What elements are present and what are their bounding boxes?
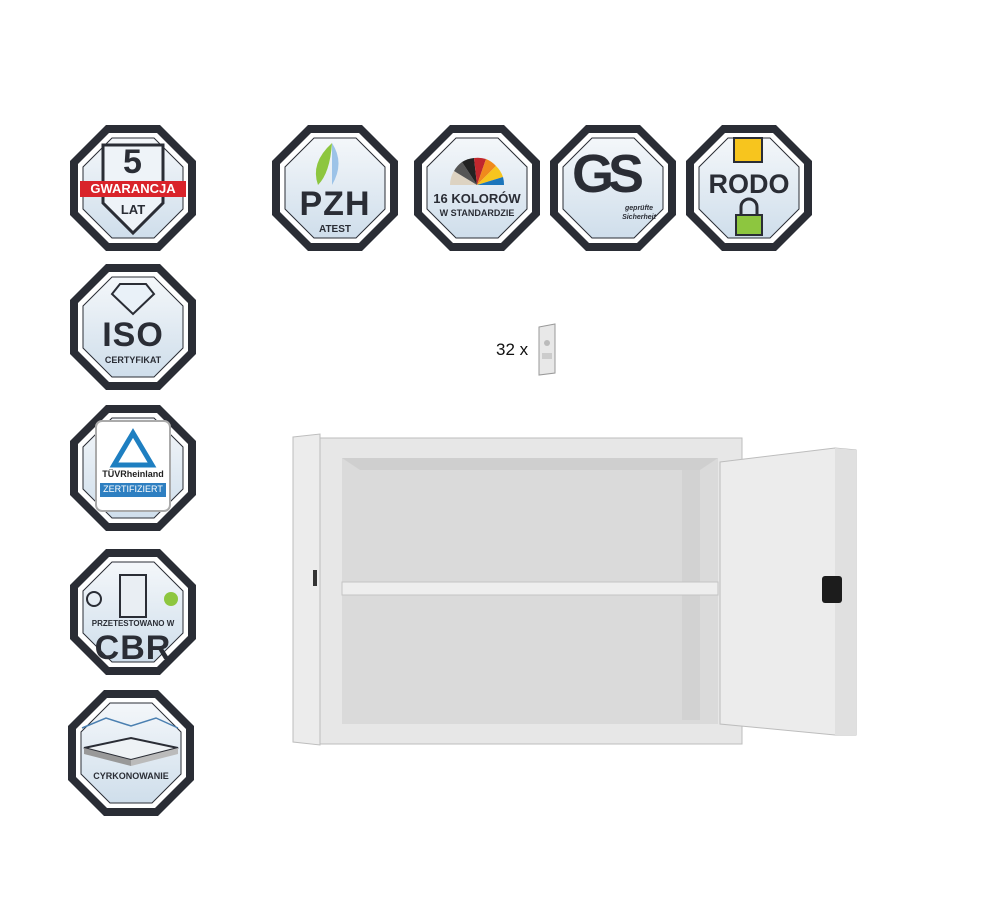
left-door-handle	[313, 570, 317, 586]
gs-sub2: Sicherheit	[622, 214, 656, 221]
rodo-title: RODO	[708, 169, 790, 199]
tuv-sub: ZERTIFIZIERT	[103, 484, 163, 494]
pzh-sub: ATEST	[318, 224, 352, 235]
warranty-number: 5	[123, 143, 143, 181]
color-fan-icon	[450, 157, 505, 185]
capacity-label: 32 x	[496, 340, 529, 359]
document-icon	[733, 137, 763, 163]
lock-handle-icon	[822, 576, 842, 603]
tuv-triangle-icon	[109, 428, 157, 468]
colors-line2: W STANDARDZIE	[439, 208, 515, 218]
cbr-top: PRZETESTOWANO W	[91, 619, 175, 628]
warranty-sub: LAT	[120, 202, 146, 217]
shelf	[341, 581, 719, 596]
diamond-icon	[110, 283, 156, 316]
iso-badge: ISO CERTYFIKAT	[68, 262, 198, 392]
colors-line1: 16 KOLORÓW	[433, 191, 521, 206]
pzh-title: PZH	[299, 185, 371, 223]
cbr-badge: PRZETESTOWANO W CBR	[68, 547, 198, 677]
iso-sub: CERTYFIKAT	[104, 355, 162, 365]
leaf-icon	[315, 143, 332, 185]
warranty-badge: 5 GWARANCJA LAT	[68, 123, 198, 253]
padlock-icon	[739, 197, 759, 215]
colors-badge: 16 KOLORÓW W STANDARDZIE	[412, 123, 542, 253]
cyrkon-badge: CYRKONOWANIE	[66, 688, 196, 818]
gs-sub1: geprüfte	[625, 205, 653, 212]
left-door	[292, 433, 321, 746]
gs-badge: GS geprüfte Sicherheit	[548, 123, 678, 253]
rodo-badge: RODO	[684, 123, 814, 253]
tuv-badge: TÜVRheinland ZERTIFIZIERT	[68, 403, 198, 533]
gs-title: GS	[571, 144, 644, 204]
iso-title: ISO	[102, 316, 164, 354]
warranty-label: GWARANCJA	[90, 181, 176, 196]
check-icon	[164, 592, 178, 606]
pzh-badge: PZH ATEST	[270, 123, 400, 253]
binder-icon	[538, 323, 556, 376]
cyrkon-sub: CYRKONOWANIE	[93, 771, 169, 781]
cbr-title: CBR	[94, 629, 172, 667]
tuv-brand: TÜVRheinland	[102, 469, 164, 479]
